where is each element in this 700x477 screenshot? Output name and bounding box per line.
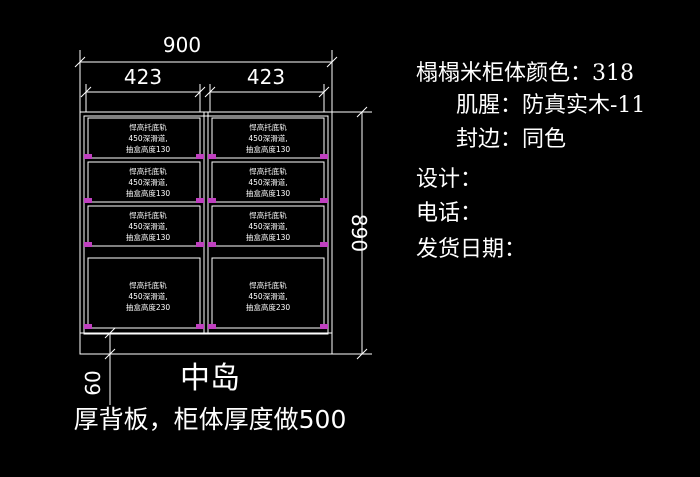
drawer-right-3-line3: 抽盒高度130 xyxy=(246,232,291,242)
drawer-right-3-line2: 450深滑道, xyxy=(248,221,287,231)
dim-left-label: 423 xyxy=(124,65,162,89)
tick-sub-2 xyxy=(194,86,206,98)
drawing-title: 中岛 xyxy=(180,361,240,396)
drawer-right-4-line3: 抽盒高度230 xyxy=(246,302,291,312)
drawer-left-4 xyxy=(87,257,201,329)
tick-height-top xyxy=(356,106,368,118)
dim-total-label: 900 xyxy=(163,33,201,57)
drawer-left-3 xyxy=(87,205,201,247)
dim-base-label: 60 xyxy=(81,370,105,395)
drawer-right-1-line3: 抽盒高度130 xyxy=(246,144,291,154)
drawer-right-2-line3: 抽盒高度130 xyxy=(246,188,291,198)
drawer-left-3-line1: 悍高托底轨 xyxy=(129,210,167,220)
drawer-left-2-line2: 450深滑道, xyxy=(128,177,167,187)
tick-height-bottom xyxy=(356,348,368,360)
drawer-texts-right: 悍高托底轨 450深滑道, 抽盒高度130 悍高托底轨 450深滑道, 抽盒高度… xyxy=(246,122,291,312)
drawer-right-2-line2: 450深滑道, xyxy=(248,177,287,187)
drawer-texts-left: 悍高托底轨 450深滑道, 抽盒高度130 悍高托底轨 450深滑道, 抽盒高度… xyxy=(126,122,171,312)
drawer-left-1-line1: 悍高托底轨 xyxy=(129,122,167,132)
tick-sub-3 xyxy=(204,86,216,98)
drawer-left-2-line3: 抽盒高度130 xyxy=(126,188,171,198)
drawer-left-1-line3: 抽盒高度130 xyxy=(126,144,171,154)
drawer-left-4-line3: 抽盒高度230 xyxy=(126,302,171,312)
drawer-right-4-line1: 悍高托底轨 xyxy=(249,280,287,290)
dim-right-label: 423 xyxy=(247,65,285,89)
drawer-left-4-line2: 450深滑道, xyxy=(128,291,167,301)
info-phone: 电话： xyxy=(416,201,482,226)
drawer-left-1 xyxy=(87,117,201,159)
drawer-right-2 xyxy=(211,161,325,203)
tick-sub-4 xyxy=(318,86,330,98)
drawer-right-2-line1: 悍高托底轨 xyxy=(249,166,287,176)
tick-sub-1 xyxy=(80,86,92,98)
dim-height-label: 890 xyxy=(347,214,371,252)
info-design: 设计： xyxy=(416,167,482,192)
drawer-left-3-line3: 抽盒高度130 xyxy=(126,232,171,242)
drawer-right-3 xyxy=(211,205,325,247)
cabinet-outline xyxy=(79,111,333,355)
info-color: 榻榻米柜体颜色：318 xyxy=(416,61,634,86)
drawer-right-4 xyxy=(211,257,325,329)
drawer-right-1 xyxy=(211,117,325,159)
drawer-left-1-line2: 450深滑道, xyxy=(128,133,167,143)
drawer-right-1-line1: 悍高托底轨 xyxy=(249,122,287,132)
tick-total-left xyxy=(74,56,86,68)
drawing-note: 厚背板，柜体厚度做500 xyxy=(74,405,347,434)
drawer-right-3-line1: 悍高托底轨 xyxy=(249,210,287,220)
drawer-right-1-line2: 450深滑道, xyxy=(248,133,287,143)
info-edge: 封边：同色 xyxy=(456,127,566,152)
cabinet-inner xyxy=(83,115,329,335)
drawer-left-2 xyxy=(87,161,201,203)
drawer-right-4-line2: 450深滑道, xyxy=(248,291,287,301)
drawer-left-4-line1: 悍高托底轨 xyxy=(129,280,167,290)
drawer-left-3-line2: 450深滑道, xyxy=(128,221,167,231)
info-ship-date: 发货日期： xyxy=(416,237,526,262)
drawer-left-2-line1: 悍高托底轨 xyxy=(129,166,167,176)
tick-total-right xyxy=(326,56,338,68)
info-texture: 肌腥：防真实木-11 xyxy=(456,93,645,118)
slide-markers xyxy=(84,154,328,329)
